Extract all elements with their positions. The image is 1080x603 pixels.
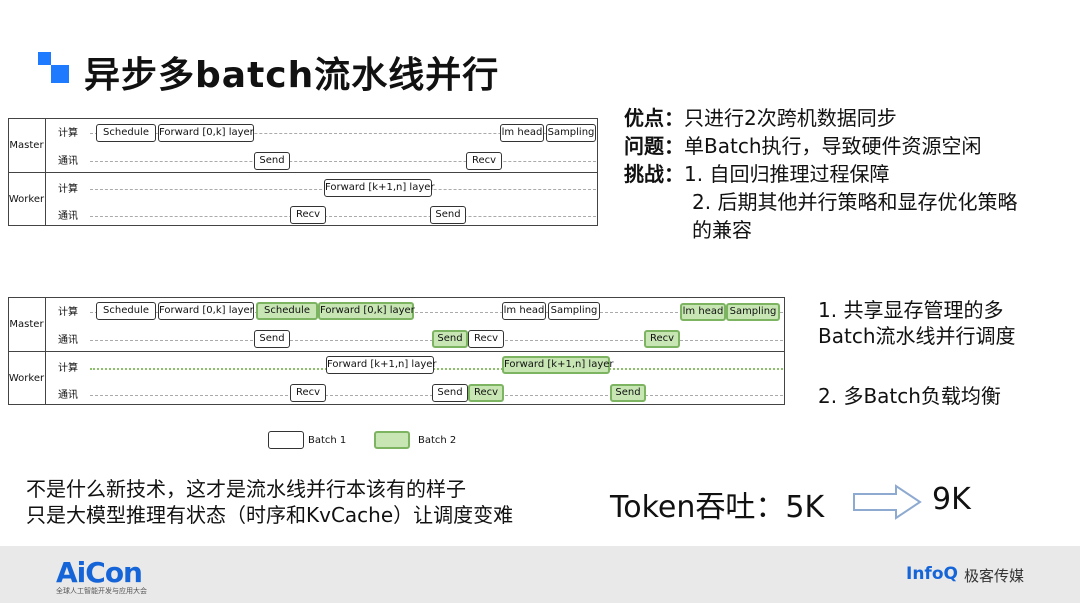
pros-cons-text: 优点：只进行2次跨机数据同步 问题：单Batch执行，导致硬件资源空闲 挑战：1… — [624, 104, 1017, 244]
block-lm-head-batch2: lm head — [680, 303, 726, 321]
row-separator — [8, 172, 598, 173]
lane-label-compute: 计算 — [58, 307, 78, 318]
legend-swatch-batch1 — [268, 431, 304, 449]
pros-value: 只进行2次跨机数据同步 — [684, 106, 897, 130]
lane-line — [90, 368, 783, 370]
block-schedule-batch2: Schedule — [256, 302, 318, 320]
lane-label-comm: 通讯 — [58, 211, 78, 222]
problem-key: 问题： — [624, 134, 684, 158]
block-send: Send — [430, 206, 466, 224]
lane-label-comm: 通讯 — [58, 335, 78, 346]
block-sampling-batch2: Sampling — [726, 303, 780, 321]
row-label-worker: Worker — [8, 351, 46, 405]
block-recv: Recv — [466, 152, 502, 170]
block-forward-front: Forward [0,k] layer — [158, 302, 254, 320]
summary-note: 不是什么新技术，这才是流水线并行本该有的样子 只是大模型推理有状态（时序和KvC… — [26, 476, 513, 528]
lane-label-comm: 通讯 — [58, 390, 78, 401]
multi-batch-point-2: 2. 多Batch负载均衡 — [818, 384, 1001, 408]
challenge-value-3: 的兼容 — [692, 218, 752, 242]
block-send: Send — [432, 384, 468, 402]
problem-value: 单Batch执行，导致硬件资源空闲 — [684, 134, 982, 158]
lane-label-compute: 计算 — [58, 128, 78, 139]
block-recv: Recv — [468, 330, 504, 348]
multi-batch-point-1a: 1. 共享显存管理的多 — [818, 298, 1004, 322]
pipeline-diagram-single-batch: Master Worker 计算 通讯 计算 通讯 Schedule Forwa… — [8, 118, 790, 228]
right-arrow-outline-icon — [853, 484, 922, 520]
block-send: Send — [254, 330, 290, 348]
legend-label-batch2: Batch 2 — [418, 435, 457, 446]
geek-media-label: 极客传媒 — [964, 567, 1025, 585]
aicon-logo: AiCon — [56, 556, 143, 589]
block-forward-back: Forward [k+1,n] layer — [324, 179, 435, 197]
block-lm-head: lm head — [502, 302, 546, 320]
block-lm-head: lm head — [500, 124, 544, 142]
lane-line — [90, 312, 783, 313]
block-sampling: Sampling — [548, 302, 600, 320]
row-separator — [8, 351, 785, 352]
block-forward-back-batch2: Forward [k+1,n] layer — [502, 356, 614, 374]
block-sampling: Sampling — [546, 124, 596, 142]
token-throughput-label: Token吞吐：5K — [610, 490, 825, 525]
infoq-logo: InfoQ — [906, 564, 958, 584]
block-forward-front-batch2: Forward [0,k] layer — [318, 302, 415, 320]
title-mark-icon — [38, 52, 72, 86]
block-forward-front: Forward [0,k] layer — [158, 124, 254, 142]
block-recv-batch2: Recv — [468, 384, 504, 402]
lane-label-comm: 通讯 — [58, 156, 78, 167]
summary-line-2: 只是大模型推理有状态（时序和KvCache）让调度变难 — [26, 503, 514, 527]
legend-label-batch1: Batch 1 — [308, 435, 347, 446]
challenge-value-1: 1. 自回归推理过程保障 — [684, 162, 890, 186]
multi-batch-point-1b: Batch流水线并行调度 — [818, 324, 1016, 348]
row-label-master: Master — [8, 118, 46, 172]
lane-line — [90, 216, 596, 217]
challenge-value-2: 2. 后期其他并行策略和显存优化策略 — [692, 190, 1018, 214]
block-schedule: Schedule — [96, 124, 156, 142]
page-title: 异步多batch流水线并行 — [84, 55, 500, 96]
row-label-worker: Worker — [8, 172, 46, 226]
block-send: Send — [254, 152, 290, 170]
pipeline-diagram-multi-batch: Master Worker 计算 通讯 计算 通讯 Schedule Forwa… — [8, 297, 790, 407]
challenge-key: 挑战： — [624, 162, 684, 186]
block-schedule: Schedule — [96, 302, 156, 320]
lane-line — [90, 133, 596, 134]
block-recv-batch2: Recv — [644, 330, 680, 348]
block-recv: Recv — [290, 206, 326, 224]
block-forward-back: Forward [k+1,n] layer — [326, 356, 437, 374]
block-recv: Recv — [290, 384, 326, 402]
pros-key: 优点： — [624, 106, 684, 130]
aicon-subtitle: 全球人工智能开发与应用大会 — [56, 587, 147, 595]
lane-label-compute: 计算 — [58, 363, 78, 374]
row-label-master: Master — [8, 297, 46, 351]
block-send-batch2: Send — [610, 384, 646, 402]
lane-line — [90, 161, 596, 162]
block-send-batch2: Send — [432, 330, 468, 348]
summary-line-1: 不是什么新技术，这才是流水线并行本该有的样子 — [26, 477, 466, 501]
legend-swatch-batch2 — [374, 431, 410, 449]
lane-label-compute: 计算 — [58, 184, 78, 195]
token-throughput-after: 9K — [932, 482, 971, 517]
footer-bar — [0, 546, 1080, 603]
